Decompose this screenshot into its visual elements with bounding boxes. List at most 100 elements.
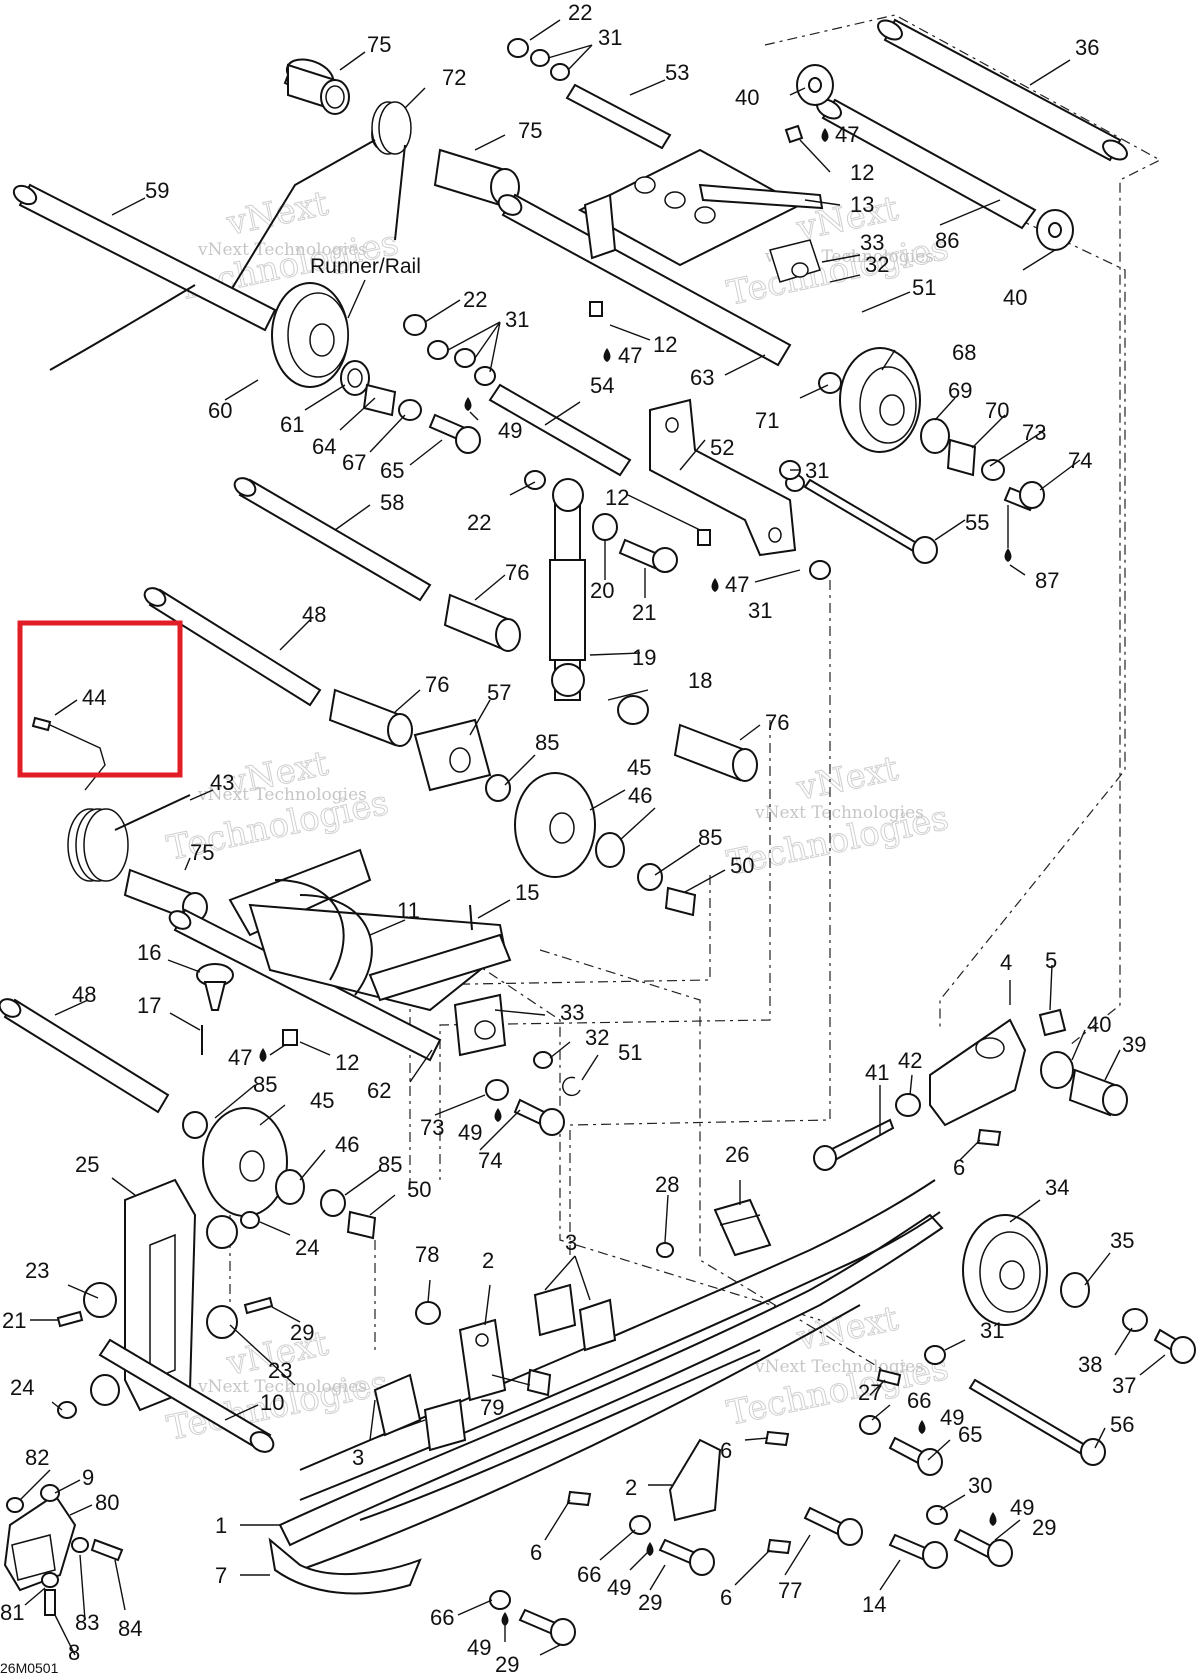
callout-52: 52	[710, 435, 734, 460]
callout-75c: 75	[190, 840, 214, 865]
callout-47: 47	[835, 122, 859, 147]
callout-73b: 73	[420, 1115, 444, 1140]
callout-83: 83	[75, 1610, 99, 1635]
callout-21b: 21	[2, 1308, 26, 1333]
svg-text:vNext Technologies: vNext Technologies	[197, 785, 367, 805]
callout-22: 22	[568, 0, 592, 25]
callout-66c: 66	[430, 1605, 454, 1630]
lubricant-drops	[259, 128, 1012, 1626]
svg-text:vNext Technologies: vNext Technologies	[754, 803, 924, 823]
callout-86: 86	[935, 228, 959, 253]
callout-38: 38	[1078, 1352, 1102, 1377]
callout-18: 18	[688, 668, 712, 693]
callout-49b: 49	[458, 1120, 482, 1145]
callout-49e: 49	[607, 1575, 631, 1600]
callout-29c: 29	[638, 1590, 662, 1615]
callout-51b: 51	[618, 1040, 642, 1065]
leader-lines	[19, 19, 1166, 1656]
callout-37: 37	[1112, 1373, 1136, 1398]
callout-28: 28	[655, 1172, 679, 1197]
callout-12b: 12	[653, 332, 677, 357]
drawing-code: 26M0501	[0, 1660, 59, 1676]
callout-29b: 29	[1032, 1515, 1056, 1540]
callout-9: 9	[82, 1465, 94, 1490]
callout-66: 66	[907, 1388, 931, 1413]
callout-85: 85	[535, 730, 559, 755]
rear-arm-parts	[3, 124, 804, 1646]
callout-76: 76	[505, 560, 529, 585]
callout-numbers: 22 31 75 72 53 36 40 47 12 13 59 75 86 3…	[0, 0, 1146, 1677]
callout-32: 32	[865, 252, 889, 277]
callout-63: 63	[690, 365, 714, 390]
callout-87: 87	[1035, 568, 1059, 593]
callout-43: 43	[210, 770, 234, 795]
callout-5: 5	[1045, 948, 1057, 973]
callout-10: 10	[260, 1390, 284, 1415]
callout-85d: 85	[378, 1152, 402, 1177]
callout-47d: 47	[228, 1045, 252, 1070]
callout-20: 20	[590, 578, 614, 603]
rear-parts	[656, 1008, 1196, 1569]
callout-59: 59	[145, 178, 169, 203]
callout-25: 25	[75, 1152, 99, 1177]
callout-67: 67	[342, 450, 366, 475]
svg-text:vNext Technologies: vNext Technologies	[197, 1377, 367, 1397]
callout-72: 72	[442, 65, 466, 90]
svg-text:vNext: vNext	[793, 748, 902, 809]
callout-6c: 6	[530, 1540, 542, 1565]
callout-81: 81	[0, 1600, 24, 1625]
callout-4: 4	[1000, 950, 1012, 975]
callout-65: 65	[380, 458, 404, 483]
callout-46b: 46	[335, 1132, 359, 1157]
callout-33b: 33	[560, 1000, 584, 1025]
callout-32b: 32	[585, 1025, 609, 1050]
callout-15: 15	[515, 880, 539, 905]
callout-11: 11	[397, 898, 420, 923]
callout-71: 71	[755, 408, 779, 433]
callout-47c: 47	[725, 572, 749, 597]
callout-2: 2	[482, 1248, 494, 1273]
callout-65b: 65	[958, 1422, 982, 1447]
callout-22c: 22	[467, 510, 491, 535]
callout-46: 46	[628, 783, 652, 808]
callout-73: 73	[1022, 420, 1046, 445]
callout-50: 50	[730, 853, 754, 878]
callout-54: 54	[590, 373, 614, 398]
callout-74: 74	[1068, 448, 1092, 473]
callout-2b: 2	[625, 1475, 637, 1500]
callout-13: 13	[850, 192, 874, 217]
callout-8: 8	[68, 1640, 80, 1665]
callout-85c: 85	[253, 1072, 277, 1097]
callout-64: 64	[312, 434, 336, 459]
callout-16: 16	[137, 940, 161, 965]
callout-6b: 6	[720, 1438, 732, 1463]
callout-21: 21	[632, 600, 656, 625]
callout-1: 1	[215, 1513, 227, 1538]
callout-24b: 24	[10, 1375, 34, 1400]
section-label: Runner/Rail	[310, 255, 421, 278]
callout-30: 30	[968, 1473, 992, 1498]
callout-53: 53	[665, 60, 689, 85]
callout-6: 6	[953, 1155, 965, 1180]
callout-23b: 23	[268, 1358, 292, 1383]
callout-45: 45	[627, 755, 651, 780]
callout-82: 82	[25, 1445, 49, 1470]
callout-3b: 3	[352, 1445, 364, 1470]
callout-12c: 12	[605, 485, 629, 510]
callout-76c: 76	[765, 710, 789, 735]
callout-42: 42	[898, 1048, 922, 1073]
callout-44: 44	[82, 685, 106, 710]
callout-69: 69	[948, 378, 972, 403]
callout-29d: 29	[495, 1652, 519, 1677]
callout-75b: 75	[518, 118, 542, 143]
callout-6d: 6	[720, 1585, 732, 1610]
callout-49: 49	[498, 418, 522, 443]
callout-7: 7	[215, 1563, 227, 1588]
callout-35: 35	[1110, 1228, 1134, 1253]
callout-50b: 50	[407, 1177, 431, 1202]
callout-22b: 22	[463, 287, 487, 312]
callout-34: 34	[1045, 1175, 1069, 1200]
callout-27: 27	[858, 1380, 882, 1405]
assembly-lines	[229, 14, 1162, 1381]
